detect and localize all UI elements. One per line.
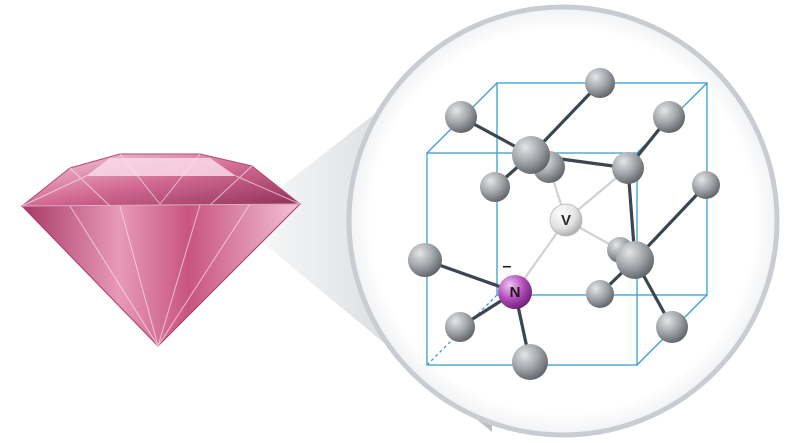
carbon-atom xyxy=(656,311,688,343)
carbon-atom xyxy=(586,280,614,308)
carbon-atom xyxy=(445,312,475,342)
carbon-atom xyxy=(480,172,510,202)
carbon-atom xyxy=(512,136,550,174)
carbon-atom xyxy=(408,243,442,277)
carbon-atom xyxy=(616,241,654,279)
diamond-pavilion xyxy=(20,203,302,347)
carbon-atom xyxy=(445,101,477,133)
carbon-atom xyxy=(692,171,720,199)
charge-label: – xyxy=(503,258,512,275)
carbon-atom xyxy=(612,152,644,184)
carbon-atom xyxy=(512,344,548,380)
vacancy-atom xyxy=(549,203,583,237)
carbon-atom xyxy=(653,101,685,133)
nitrogen-site: N – xyxy=(498,258,532,309)
vacancy-site: V xyxy=(549,203,583,237)
vacancy-label: V xyxy=(561,212,571,229)
pink-diamond-gem-icon xyxy=(20,153,302,347)
nitrogen-atom xyxy=(498,275,532,309)
nitrogen-label: N xyxy=(510,284,521,301)
diamond-facets xyxy=(21,153,301,347)
carbon-atom xyxy=(585,68,615,98)
diamond-table xyxy=(86,158,236,176)
carbon-atoms xyxy=(408,68,720,380)
